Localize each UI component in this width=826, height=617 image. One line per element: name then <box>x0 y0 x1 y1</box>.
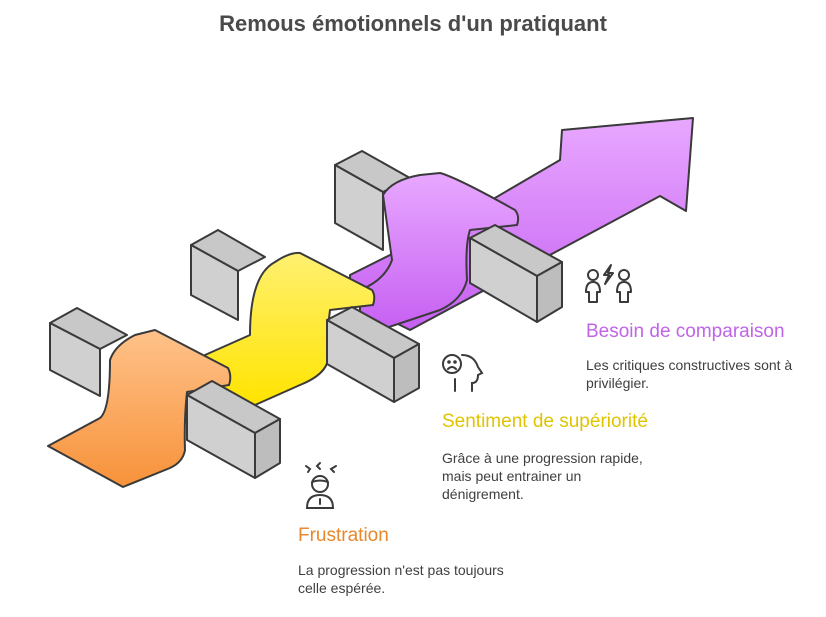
stage-title-frustration: Frustration <box>298 525 389 546</box>
orange-ribbon <box>47 329 232 488</box>
block-2-front <box>326 306 420 403</box>
block-1-front <box>186 380 281 479</box>
stage-desc-superiority: Grâce à une progression rapide, mais peu… <box>442 450 643 502</box>
stage-title-superiority: Sentiment de supériorité <box>442 411 648 432</box>
block-2-back <box>190 229 266 321</box>
page-title: Remous émotionnels d'un pratiquant <box>219 11 607 36</box>
block-3-front <box>469 224 563 323</box>
stage-title-comparison: Besoin de comparaison <box>586 321 785 342</box>
yellow-ribbon <box>204 251 376 406</box>
frustrated-person-icon <box>305 462 337 509</box>
stage-desc-frustration: La progression n'est pas toujours celle … <box>298 562 504 596</box>
stage-desc-comparison: Les critiques constructives sont à privi… <box>586 357 793 391</box>
sad-head-icon <box>442 354 484 392</box>
block-1-back <box>49 307 128 397</box>
people-conflict-icon <box>585 264 632 303</box>
